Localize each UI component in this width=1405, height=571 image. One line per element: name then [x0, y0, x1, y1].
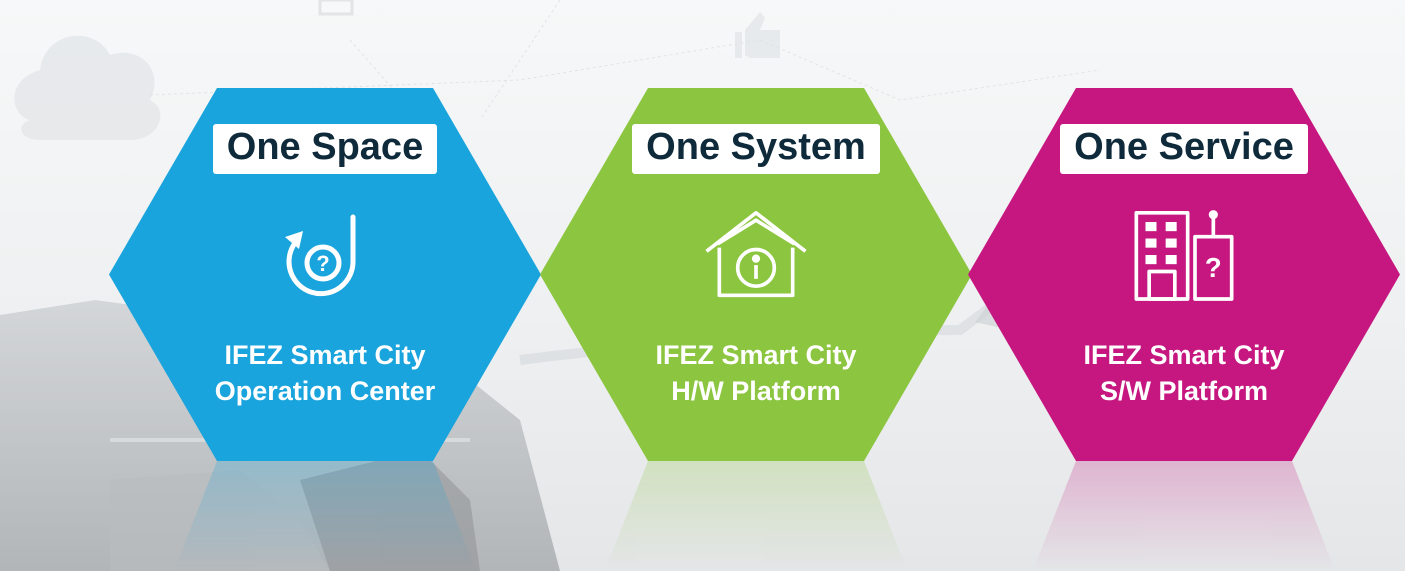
thumbs-up-icon	[735, 12, 780, 58]
panel-description: IFEZ Smart City S/W Platform	[1083, 338, 1284, 409]
panel-description: IFEZ Smart City Operation Center	[215, 338, 436, 409]
panel-line-2: H/W Platform	[671, 375, 841, 406]
panel-title: One System	[632, 124, 880, 174]
panel-line-1: IFEZ Smart City	[224, 339, 426, 370]
panel-title: One Service	[1060, 124, 1308, 174]
panel-description: IFEZ Smart City H/W Platform	[655, 338, 856, 409]
svg-text:?: ?	[1205, 252, 1222, 283]
reflection-service	[1032, 461, 1336, 571]
panel-line-1: IFEZ Smart City	[1083, 339, 1285, 370]
cloud-icon	[14, 35, 161, 140]
panel-line-2: S/W Platform	[1099, 375, 1268, 406]
building-question-icon: ?	[1129, 200, 1239, 310]
house-info-icon	[701, 200, 811, 310]
reflection-space	[173, 461, 477, 571]
panel-title: One Space	[212, 124, 438, 174]
question-loop-icon: ?	[270, 200, 380, 310]
svg-text:?: ?	[316, 251, 329, 276]
panel-line-1: IFEZ Smart City	[655, 339, 857, 370]
panel-line-2: Operation Center	[214, 375, 436, 406]
box-icon	[318, 0, 354, 16]
reflection-system	[604, 461, 908, 571]
